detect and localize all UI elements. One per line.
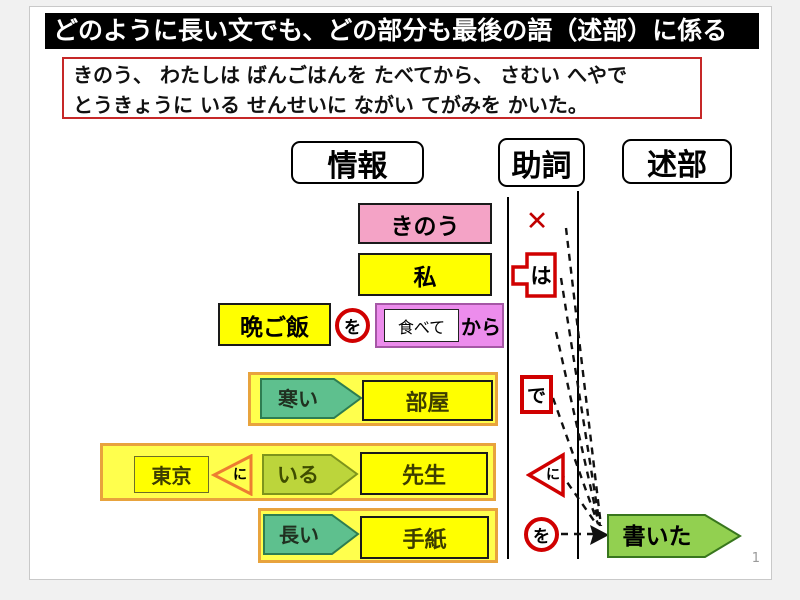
adjective-arrow-nagai: 長い [263,514,360,555]
header-particle: 助詞 [498,138,585,187]
particle-de-square: で [520,375,553,414]
inner-particle-ni-triangle: に [211,454,253,496]
adjective-arrow-samui: 寒い [260,378,363,419]
arrowhead-icon [590,525,609,545]
slide-canvas: どのように長い文でも、どの部分も最後の語（述部）に係る きのう、 わたしは ばん… [29,6,772,580]
word-box-bangohan: 晩ご飯 [218,303,331,346]
verb-arrow-iru: いる [262,454,359,495]
sentence-line-1: きのう、 わたしは ばんごはんを たべてから、 さむい へやで [73,63,628,87]
header-info: 情報 [291,141,424,184]
verb-group-tabetekara: 食べて から [375,303,504,348]
predicate-kaita-label: 書いた [623,523,692,550]
dash-line-kara [554,331,601,526]
word-box-tokyo: 東京 [134,456,209,493]
word-box-heya: 部屋 [362,380,493,421]
connector-lines [551,227,609,545]
dash-line-wa [559,277,602,527]
dash-line-kinou [564,227,603,527]
word-box-sensei: 先生 [360,452,488,495]
predicate-arrow-kaita: 書いた [607,514,742,558]
word-box-watashi: 私 [358,253,492,296]
inner-particle-ni-label: に [233,467,247,483]
word-box-kinou: きのう [358,203,492,244]
particle-ni-triangle: に [526,452,565,498]
particle-wo-circle-2: を [524,517,559,552]
verb-iru-label: いる [277,463,319,487]
particle-column-left-line [507,197,509,559]
sentence-line-2: とうきょうに いる せんせいに ながい てがみを かいた。 [73,93,588,117]
adjective-samui-label: 寒い [278,387,318,411]
dash-line-ni [559,471,598,526]
particle-column-right-line [577,191,579,559]
particle-ni-label: に [546,467,560,483]
verb-box-tabete: 食べて [384,309,459,342]
slide-title: どのように長い文でも、どの部分も最後の語（述部）に係る [45,13,759,49]
header-predicate: 述部 [622,139,732,184]
dash-line-de [551,397,600,525]
no-particle-cross-icon: ✕ [525,205,549,237]
particle-wa-tab-shape: は [511,252,557,298]
particle-wa-label: は [531,264,552,288]
particle-wo-circle: を [335,308,370,343]
word-box-tegami: 手紙 [360,516,489,559]
adjective-nagai-label: 長い [279,523,319,547]
page-number: 1 [751,551,760,566]
suffix-kara: から [461,315,501,339]
example-sentence-box: きのう、 わたしは ばんごはんを たべてから、 さむい へやで とうきょうに い… [62,57,702,119]
